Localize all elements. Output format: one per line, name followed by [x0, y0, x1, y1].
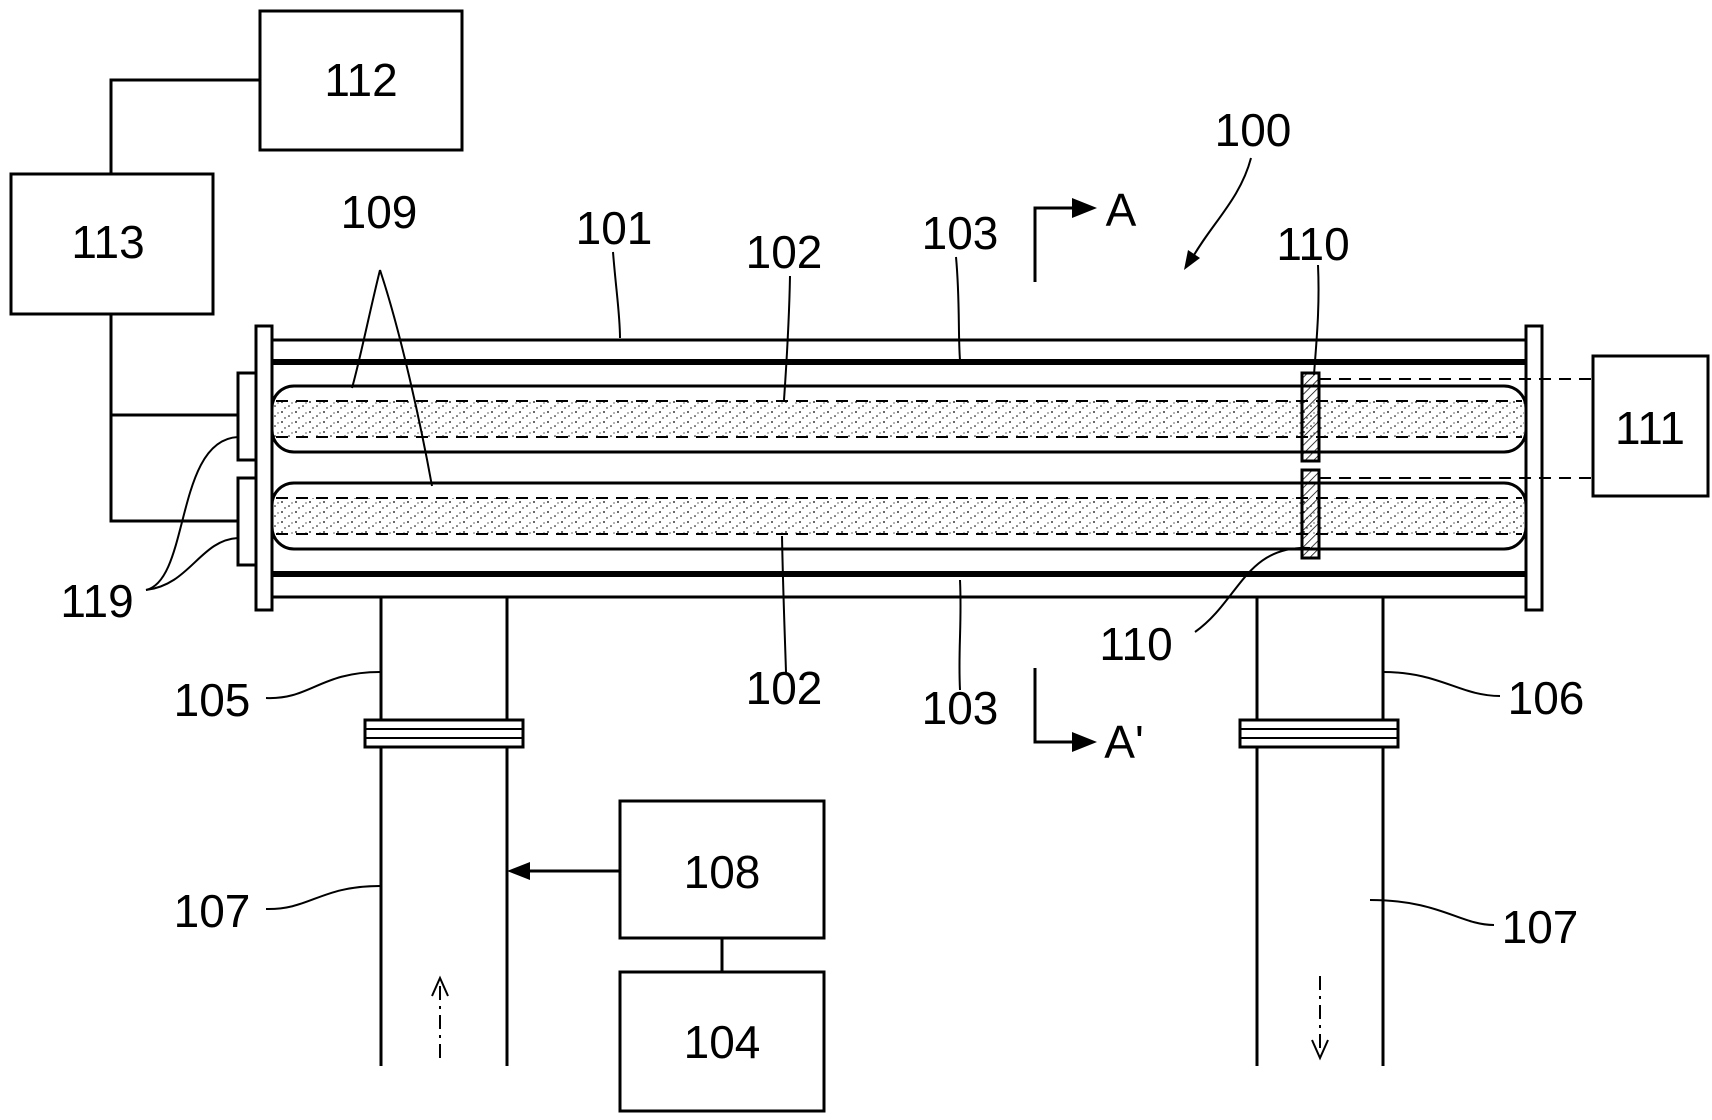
label-113: 113 [71, 216, 144, 268]
label-108: 108 [684, 846, 761, 898]
box-108: 108 [507, 799, 826, 940]
label-110-top: 110 [1276, 218, 1349, 270]
label-103-bottom: 103 [922, 682, 999, 734]
tube-top-109 [270, 384, 1528, 454]
label-104: 104 [684, 1016, 761, 1068]
box-112: 112 [258, 9, 464, 152]
box-113: 113 [9, 172, 215, 316]
label-111: 111 [1615, 402, 1685, 454]
section-label-a: A [1106, 184, 1137, 236]
windows-110 [1300, 371, 1321, 560]
tube-bottom-109 [270, 481, 1528, 551]
sensor-111: 111 [1319, 354, 1710, 498]
electrodes-103 [272, 359, 1526, 577]
label-100: 100 [1215, 104, 1292, 156]
reference-numerals: 100 101 102 103 109 110 110 102 103 119 … [60, 104, 1584, 953]
label-102-top: 102 [746, 226, 823, 278]
label-119: 119 [60, 575, 133, 627]
catalyst-bed-top-102 [274, 401, 1524, 437]
leader-lines [145, 157, 1501, 926]
label-103-top: 103 [922, 207, 999, 259]
section-marker: A A' [1033, 184, 1144, 768]
label-109: 109 [341, 186, 418, 238]
section-label-a-prime: A' [1104, 716, 1143, 768]
end-connectors-119 [236, 371, 258, 567]
label-102-bottom: 102 [746, 662, 823, 714]
catalyst-bed-bottom-102 [274, 498, 1524, 534]
reactor-housing-101 [254, 324, 1544, 612]
label-107-right: 107 [1502, 901, 1579, 953]
label-101: 101 [576, 202, 653, 254]
label-110-bottom: 110 [1099, 618, 1172, 670]
inlet-pipe-105 [363, 597, 525, 1066]
label-107-left: 107 [174, 885, 251, 937]
box-104: 104 [618, 938, 826, 1113]
outlet-pipe-106 [1238, 597, 1400, 1066]
label-105: 105 [174, 674, 251, 726]
control-wiring [109, 78, 260, 523]
label-112: 112 [324, 54, 397, 106]
label-106: 106 [1508, 672, 1585, 724]
